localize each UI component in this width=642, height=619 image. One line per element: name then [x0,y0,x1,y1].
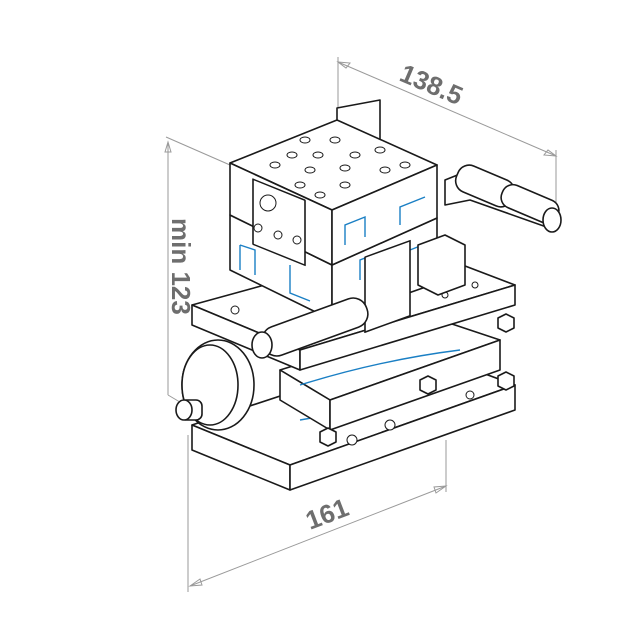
hex-nut [319,313,515,447]
dimension-height: min 123 [164,136,231,409]
dimension-width-label: 161 [301,492,352,536]
dimension-depth-label: 138.5 [396,58,468,111]
micrometer-x [175,339,255,431]
micrometer-y [444,164,562,233]
xy-stage-top [229,99,438,267]
micrometer-z [251,234,466,359]
lower-stage-mechanism [279,313,515,447]
mounting-holes [269,136,411,199]
dimension-height-label: min 123 [166,218,196,315]
